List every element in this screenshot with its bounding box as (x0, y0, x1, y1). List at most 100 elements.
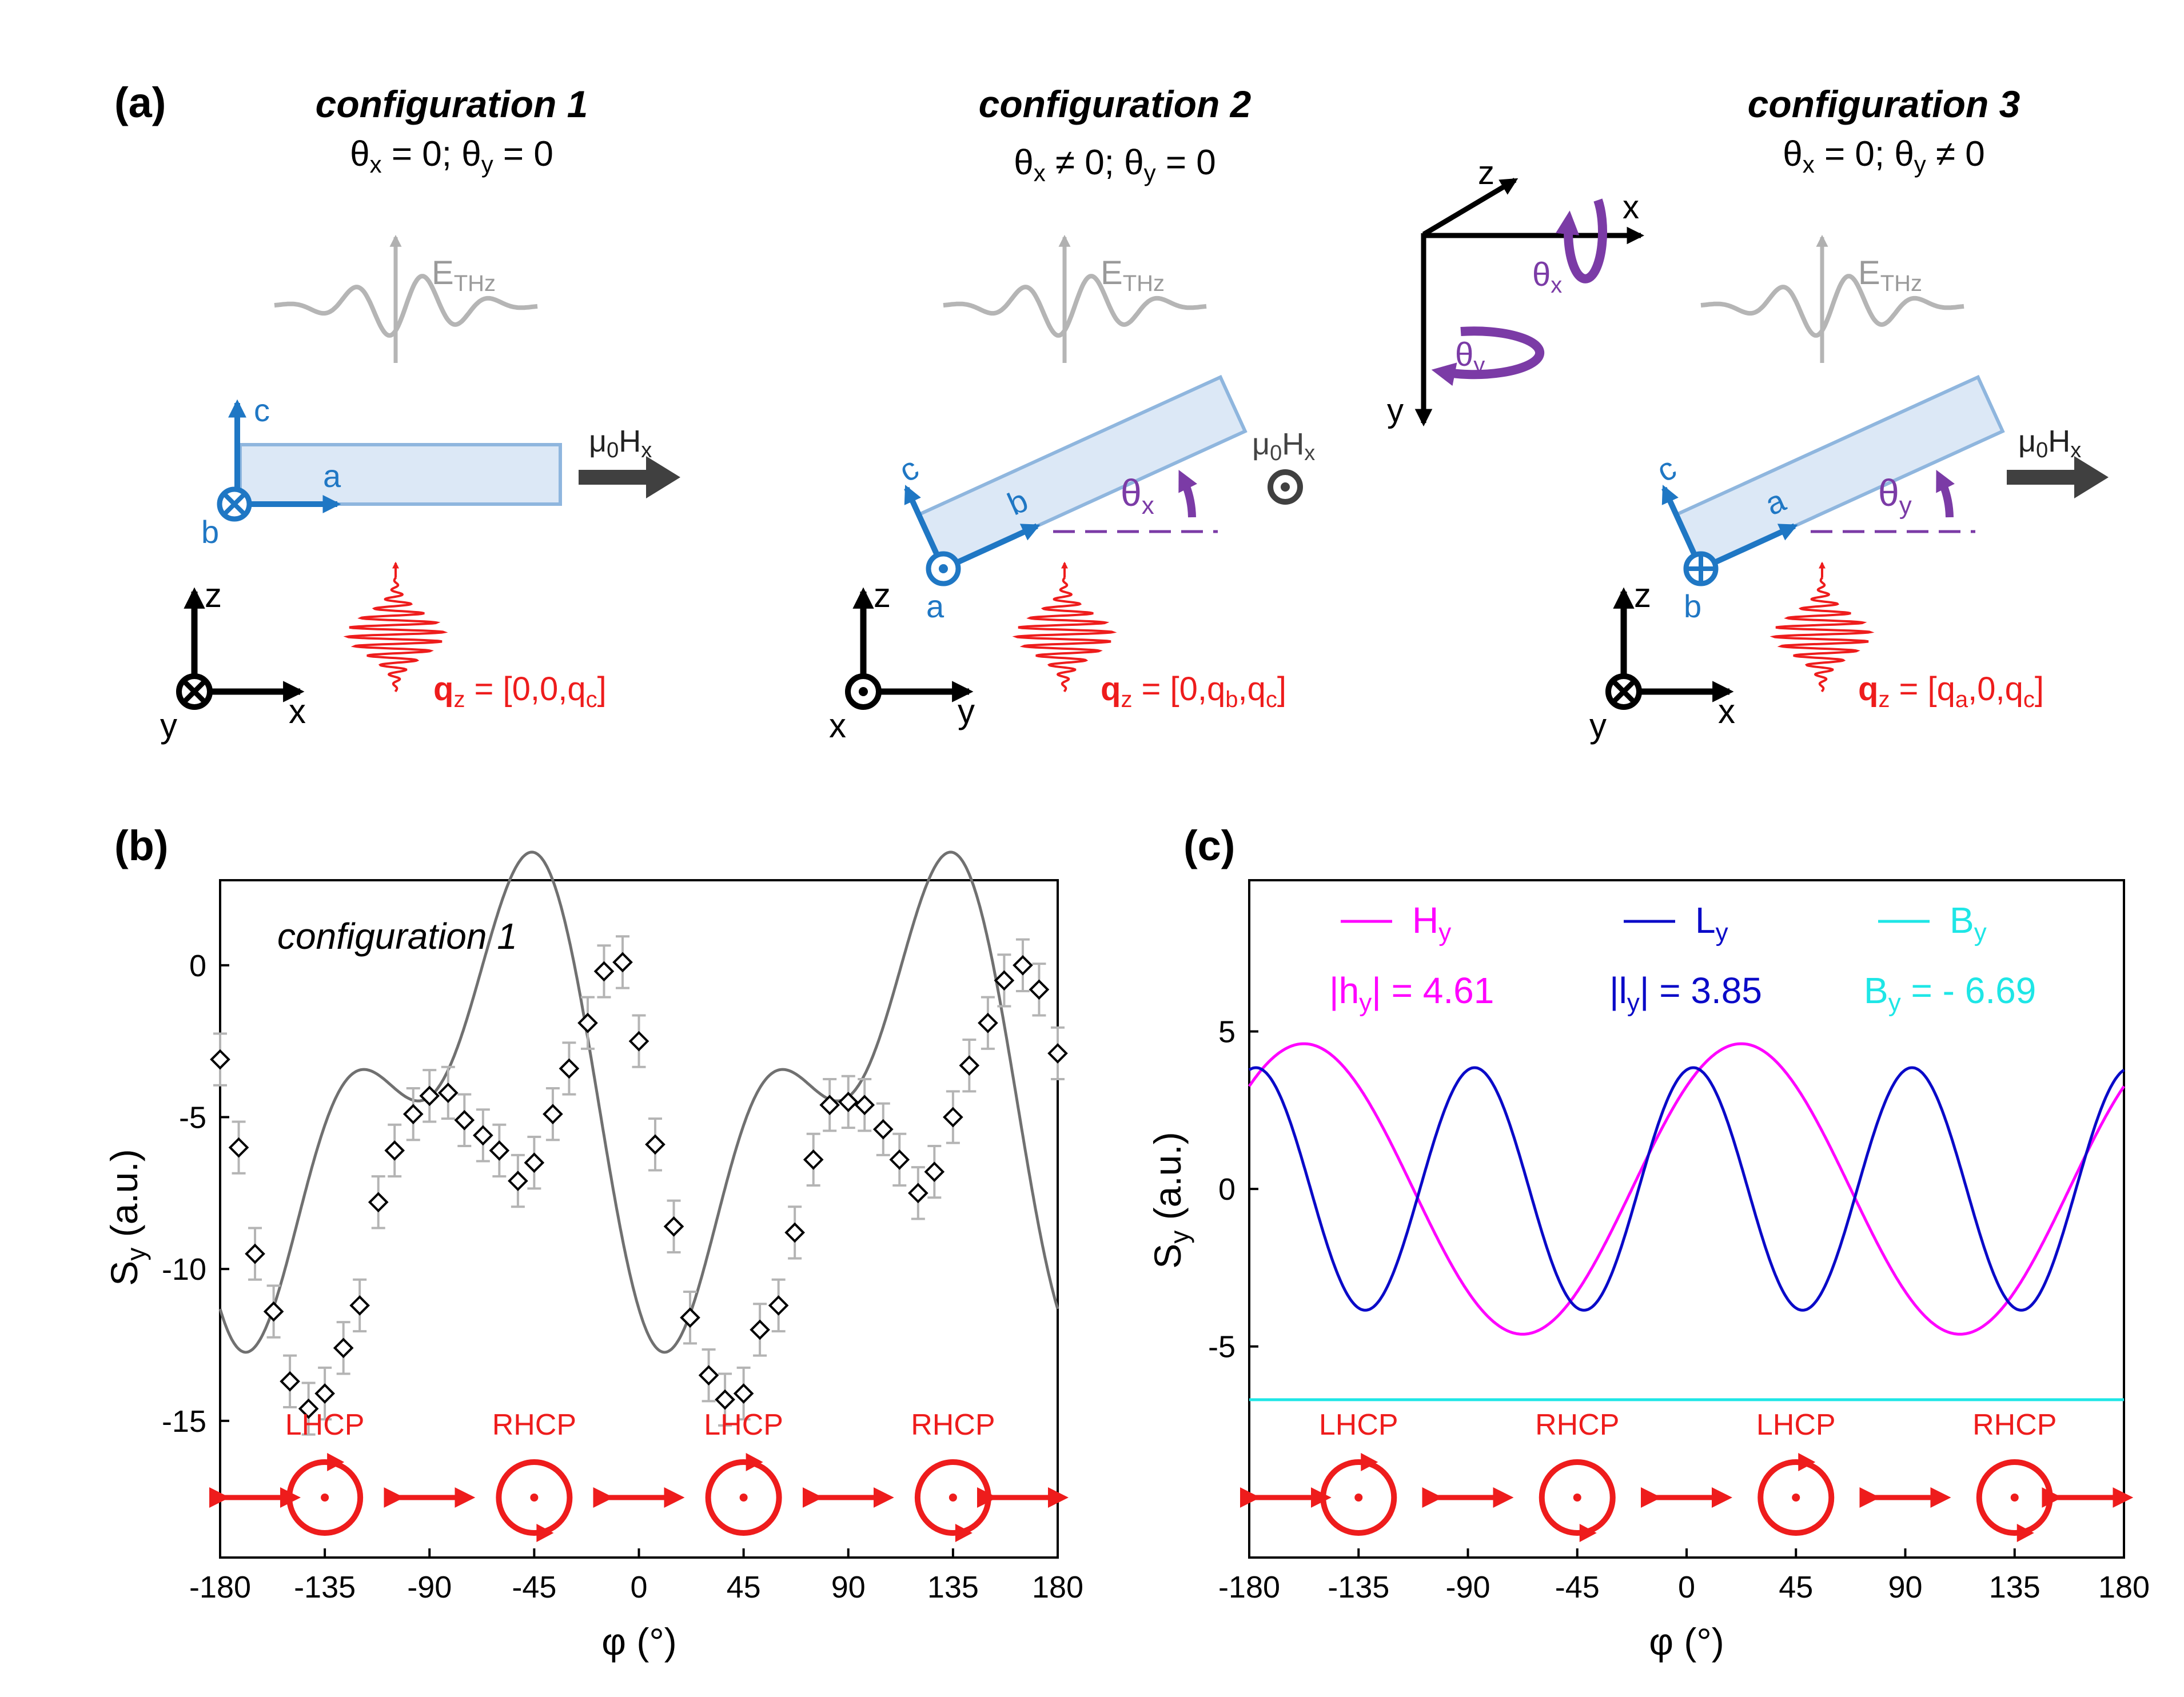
thz-label: ETHz (1101, 254, 1165, 296)
data-point (645, 1134, 665, 1155)
fit-curve (218, 851, 1059, 1354)
x-tick-label: -180 (189, 1570, 251, 1604)
thz-pulse (274, 274, 538, 338)
dot-icon (2010, 1494, 2019, 1502)
y-tick-label: 0 (189, 949, 206, 983)
data-point (298, 1398, 319, 1419)
circular-polarization-icon (286, 1459, 364, 1536)
crystal-label-c: c (893, 450, 924, 489)
data-point (577, 1012, 598, 1033)
lab-label-x: x (829, 706, 846, 745)
rotation-direction-icon (746, 1453, 763, 1471)
data-point (454, 1109, 475, 1131)
rot-label-x: x (1623, 189, 1639, 226)
field-label: μ0Hx (1252, 427, 1315, 465)
data-point (593, 961, 615, 982)
data-point (663, 1216, 684, 1237)
data-point (1029, 979, 1050, 1000)
data-point (489, 1140, 510, 1161)
plot-frame (219, 879, 1059, 1559)
x-tick-label: 0 (1678, 1570, 1695, 1604)
dot-icon (739, 1494, 748, 1502)
lab-label-z: z (1634, 576, 1651, 614)
data-point (245, 1243, 265, 1264)
x-tick-label: -90 (407, 1570, 452, 1604)
data-point (612, 952, 633, 973)
circular-polarization-icon (496, 1459, 573, 1536)
panel-b-label: (b) (114, 822, 169, 869)
x-tick-label: 180 (1032, 1570, 1083, 1604)
cross-icon (182, 679, 207, 704)
circular-polarization-icon (1976, 1459, 2053, 1536)
crystal-label-a: a (323, 458, 341, 494)
data-point (368, 1192, 389, 1213)
data-point (750, 1319, 770, 1340)
rot-label-theta-x: θx (1532, 256, 1562, 298)
field-arrow (2007, 456, 2109, 498)
x-tick-label: -90 (1445, 1570, 1490, 1604)
x-axis-label: φ (°) (1649, 1620, 1724, 1663)
polarization-label: RHCP (1535, 1408, 1619, 1442)
legend-label-by: By (1950, 900, 1987, 947)
data-point (228, 1137, 249, 1158)
dot-icon (1792, 1494, 1800, 1502)
x-tick-label: 90 (831, 1570, 866, 1604)
data-point (872, 1119, 894, 1140)
panel-a-label: (a) (114, 79, 166, 126)
dot-icon (1281, 482, 1290, 492)
data-point (384, 1140, 405, 1161)
rotation-direction-icon (955, 1524, 973, 1542)
legend-label-ly: Ly (1695, 900, 1728, 947)
polarization-label: RHCP (911, 1408, 995, 1442)
data-marks (1248, 1042, 2126, 1401)
legend-label-hy: Hy (1412, 900, 1451, 947)
polarization-label: RHCP (492, 1408, 576, 1442)
data-point (889, 1149, 910, 1170)
data-point (473, 1125, 493, 1146)
thz-label: ETHz (1858, 254, 1922, 296)
dot-icon (1573, 1494, 1581, 1502)
crystal-label-b: b (201, 514, 219, 550)
config-3-title: configuration 3 (1748, 83, 2020, 125)
cross-icon (1611, 679, 1636, 704)
lab-label-y: y (160, 706, 177, 745)
x-tick-label: 45 (727, 1570, 761, 1604)
data-point (349, 1295, 370, 1316)
config-3-angles: θx = 0; θy ≠ 0 (1783, 134, 1985, 178)
cross-icon (222, 492, 246, 516)
crystal-label-a: a (926, 588, 944, 624)
q-label: qz = [0,qb,qc] (1101, 670, 1286, 712)
config-2: configuration 2 θx ≠ 0; θy = 0 ETHz c b … (829, 83, 1315, 745)
q-label: qz = [0,0,qc] (433, 670, 607, 712)
data-point (943, 1107, 963, 1128)
value-label-ly: |ly| = 3.85 (1609, 970, 1762, 1017)
x-tick-label: -45 (512, 1570, 556, 1604)
data-point (819, 1095, 840, 1116)
polarization-label: LHCP (285, 1408, 365, 1442)
config-3: configuration 3 θx = 0; θy ≠ 0 ETHz c a … (1589, 83, 2109, 745)
data-point (628, 1031, 649, 1052)
tilt-arrow (1178, 469, 1197, 518)
config-2-angles: θx ≠ 0; θy = 0 (1014, 143, 1216, 186)
q-label: qz = [qa,0,qc] (1858, 670, 2044, 712)
x-tick-label: 180 (2098, 1570, 2150, 1604)
dot-icon (948, 1494, 957, 1502)
data-point (680, 1307, 700, 1328)
value-label-by: By = - 6.69 (1864, 970, 2036, 1017)
y-axis-label: Sy (a.u.) (1146, 1132, 1194, 1268)
dot-icon (859, 687, 868, 696)
x-tick-label: 135 (927, 1570, 979, 1604)
config-2-title: configuration 2 (979, 83, 1252, 125)
thz-pulse (943, 274, 1207, 338)
data-point (908, 1183, 928, 1204)
dot-icon (939, 564, 948, 573)
x-tick-label: -135 (1328, 1570, 1389, 1604)
x-tick-label: 135 (1989, 1570, 2040, 1604)
chart-c: (c) Sy (a.u.) φ (°) Hy |hy| = 4.61 Ly |l… (1146, 822, 2150, 1663)
data-point (419, 1085, 440, 1107)
legend: Hy |hy| = 4.61 Ly |ly| = 3.85 By By = - … (1329, 900, 2036, 1017)
data-point (1013, 955, 1033, 976)
config-1-title: configuration 1 (316, 83, 588, 125)
